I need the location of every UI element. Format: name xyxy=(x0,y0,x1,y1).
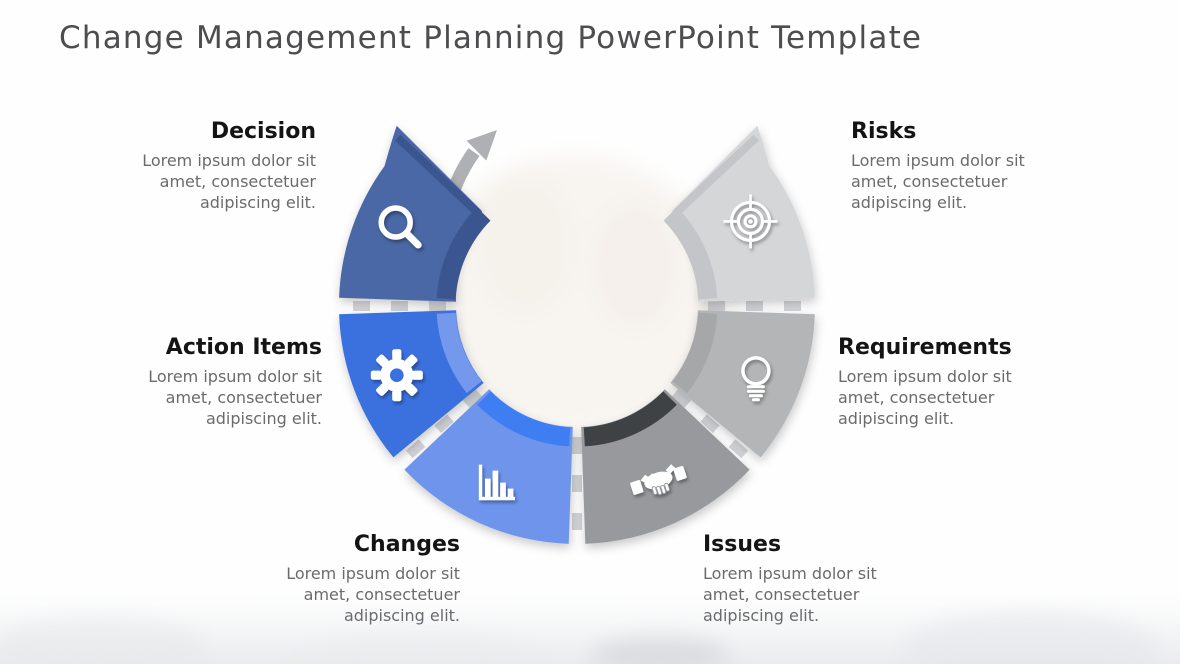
bevel-risks xyxy=(673,134,760,216)
band-decision xyxy=(436,207,491,300)
section-issues-title: Issues xyxy=(703,532,782,557)
section-decision: Decision Lorem ipsum dolor sit amet, con… xyxy=(142,119,316,214)
section-risks: Risks Lorem ipsum dolor sit amet, consec… xyxy=(851,119,1025,214)
section-decision-body: Lorem ipsum dolor sit amet, consectetuer… xyxy=(142,151,316,212)
gap-ticks xyxy=(342,301,812,541)
section-action-items: Action Items Lorem ipsum dolor sit amet,… xyxy=(148,335,322,430)
band-changes xyxy=(477,391,571,447)
gear-icon xyxy=(370,349,423,402)
band-risks xyxy=(663,207,718,300)
slide-title: Change Management Planning PowerPoint Te… xyxy=(59,20,923,56)
band-issues xyxy=(583,391,677,447)
band-requirements xyxy=(672,312,718,394)
bar-chart-icon xyxy=(478,464,515,501)
section-requirements-body: Lorem ipsum dolor sit amet, consectetuer… xyxy=(838,367,1012,428)
bevel-decision xyxy=(394,134,481,216)
gap-tick xyxy=(397,389,483,466)
section-risks-body: Lorem ipsum dolor sit amet, consectetuer… xyxy=(851,151,1025,212)
target-icon xyxy=(723,194,778,249)
section-issues-body: Lorem ipsum dolor sit amet, consectetuer… xyxy=(703,564,877,625)
search-icon xyxy=(378,205,422,249)
background-decor xyxy=(0,155,1180,664)
section-issues: Issues Lorem ipsum dolor sit amet, conse… xyxy=(703,532,877,627)
handshake-icon xyxy=(630,464,687,496)
section-action-items-body: Lorem ipsum dolor sit amet, consectetuer… xyxy=(148,367,322,428)
band-action_items xyxy=(436,312,482,394)
ring-inner-bands xyxy=(394,134,760,447)
section-requirements: Requirements Lorem ipsum dolor sit amet,… xyxy=(838,335,1012,430)
section-decision-title: Decision xyxy=(210,119,316,144)
section-requirements-title: Requirements xyxy=(838,335,1012,360)
lightbulb-icon xyxy=(741,356,771,402)
section-changes: Changes Lorem ipsum dolor sit amet, cons… xyxy=(286,532,460,627)
section-changes-title: Changes xyxy=(353,532,460,557)
section-risks-title: Risks xyxy=(851,119,917,144)
gap-tick xyxy=(671,389,757,466)
section-action-items-title: Action Items xyxy=(165,335,322,360)
section-changes-body: Lorem ipsum dolor sit amet, consectetuer… xyxy=(286,564,460,625)
segment-icons xyxy=(370,194,778,501)
